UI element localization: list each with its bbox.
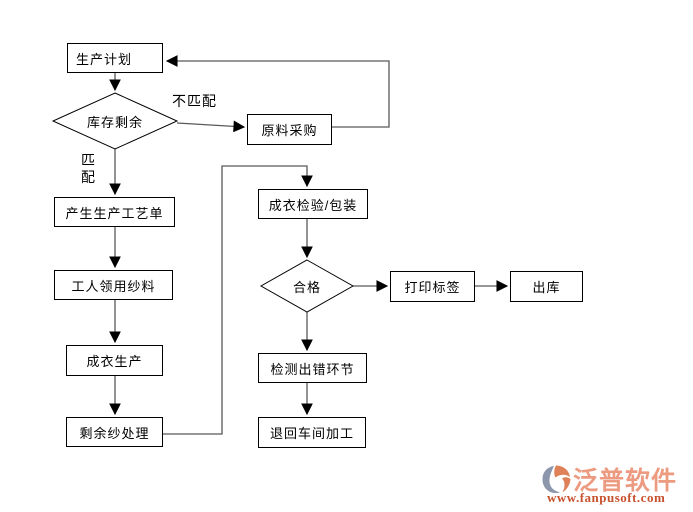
node-detect-error-step: 检测出错环节: [258, 353, 367, 383]
node-create-process-order: 产生生产工艺单: [54, 197, 175, 227]
node-worker-collect-yarn: 工人领用纱料: [54, 270, 173, 300]
fanpu-url-text: www.fanpusoft.com: [547, 490, 666, 505]
edge-inventory-to-purchase: [176, 120, 246, 133]
edge-purchase-to-plan-loop: [165, 55, 390, 128]
node-garment-production: 成衣生产: [66, 345, 163, 376]
fanpu-watermark: 泛普软件 www.fanpusoft.com: [539, 464, 689, 506]
node-garment-inspection-packaging: 成衣检验/包装: [258, 189, 368, 219]
fanpu-brand-text: 泛普软件: [573, 467, 678, 495]
node-return-to-workshop: 退回车间加工: [258, 417, 366, 448]
node-raw-material-purchase: 原料采购: [247, 114, 332, 145]
node-production-plan: 生产计划: [67, 43, 163, 73]
edge-surplus-to-inspection: [163, 165, 313, 435]
decision-qualified-shape: [259, 259, 355, 313]
fanpu-logo-icon: [542, 465, 571, 493]
decision-inventory-check-shape: [51, 92, 179, 150]
node-stock-out: 出库: [510, 271, 583, 302]
node-surplus-yarn-handling: 剩余纱处理: [66, 417, 163, 447]
edge-label-no-match: 不匹配: [172, 93, 217, 109]
node-print-label: 打印标签: [390, 271, 475, 302]
edge-label-match: 匹配: [81, 152, 95, 185]
